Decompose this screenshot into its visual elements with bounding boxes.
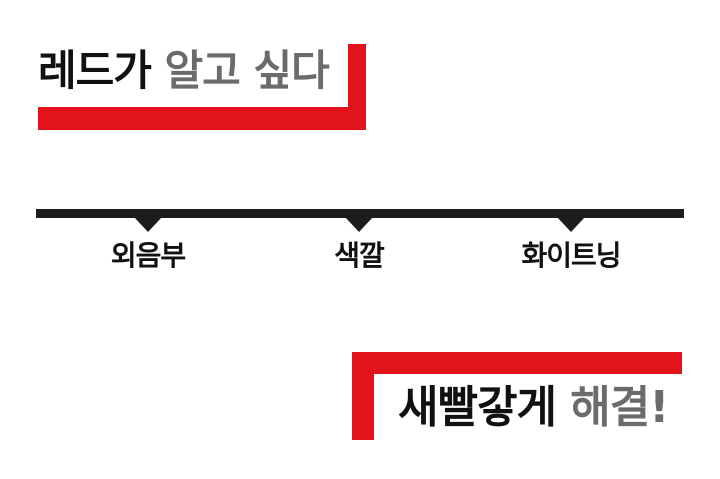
timeline-label-2: 색깔 [334,239,385,272]
timeline-pointer-1 [134,217,162,232]
timeline-bar [36,209,684,232]
timeline-pointer-3 [557,217,585,232]
timeline-line [36,209,684,218]
bottom-red-frame [352,352,682,440]
timeline-label-3: 화이트닝 [521,239,621,272]
header-title-part2: 알고 싶다 [164,46,330,95]
footer-title: 새빨갛게 해결! [398,380,669,436]
footer-title-part2: 해결! [570,382,669,433]
footer-title-part1: 새빨갛게 [398,382,557,433]
top-red-frame [38,44,366,130]
bottom-red-frame-shape [352,352,682,440]
timeline-label-1: 외음부 [110,239,186,272]
timeline-pointer-2 [345,217,373,232]
header-title: 레드가 알고 싶다 [38,46,330,96]
top-red-frame-shape [38,44,366,130]
header-title-part1: 레드가 [38,46,152,95]
